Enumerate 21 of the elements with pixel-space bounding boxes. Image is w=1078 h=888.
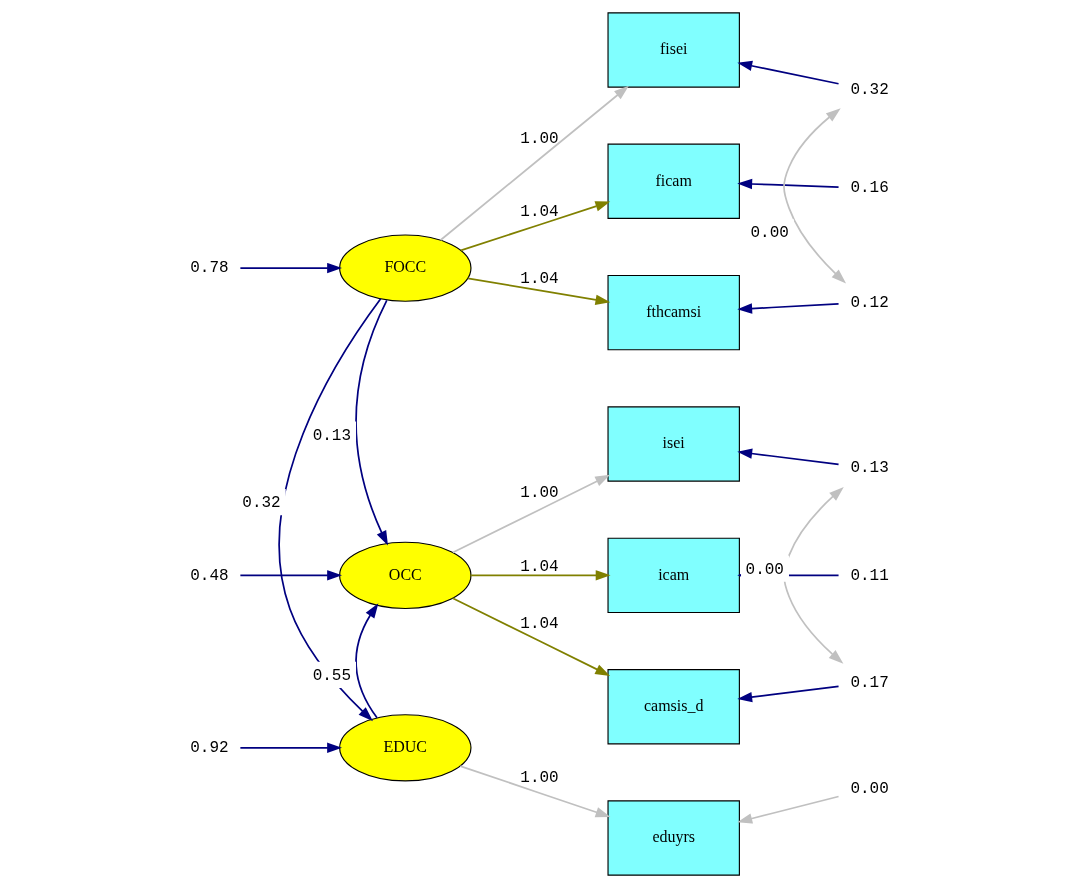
edge-label: 1.04 xyxy=(519,615,559,634)
node-text: 0.92 xyxy=(189,739,229,758)
node-text: 0.48 xyxy=(189,566,229,585)
node-text: 0.11 xyxy=(849,566,889,585)
node-text: 0.78 xyxy=(189,259,229,278)
edge-label: 0.32 xyxy=(241,494,281,513)
node-text: 0.12 xyxy=(849,293,889,312)
edge-label: 1.04 xyxy=(519,202,559,221)
node-text: 0.13 xyxy=(849,459,889,478)
edge-label: 1.04 xyxy=(519,558,559,577)
edge-label: 1.00 xyxy=(519,483,559,502)
edge-label: 0.00 xyxy=(750,224,789,243)
node-text: 0.16 xyxy=(849,179,889,198)
edge-label: 1.00 xyxy=(519,129,559,148)
edge-label: 0.13 xyxy=(312,426,351,445)
edge-label: 1.04 xyxy=(519,270,559,289)
node-text: 0.00 xyxy=(849,780,889,799)
edge-label: 1.00 xyxy=(519,769,559,788)
node-text: 0.17 xyxy=(849,673,889,692)
node-text: 0.32 xyxy=(849,81,889,100)
edge-label: 0.55 xyxy=(312,666,351,685)
